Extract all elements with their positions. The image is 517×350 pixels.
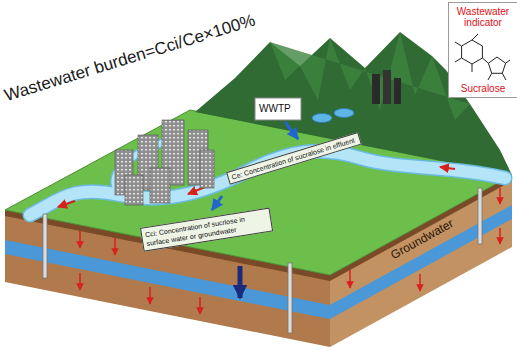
seepage-arrow bbox=[499, 188, 501, 204]
treatment-tank bbox=[334, 109, 354, 118]
tower bbox=[383, 70, 391, 104]
infiltration-arrow bbox=[212, 196, 222, 210]
tower bbox=[394, 78, 401, 104]
node-text: Sucralose bbox=[461, 83, 505, 94]
tower bbox=[372, 74, 380, 104]
seepage-arrow bbox=[114, 238, 116, 255]
seepage-arrow bbox=[79, 273, 81, 290]
monitoring-well bbox=[478, 188, 482, 244]
flow-arrow bbox=[440, 167, 455, 169]
wwtp-building bbox=[255, 98, 301, 120]
treatment-tank bbox=[312, 114, 332, 123]
seepage-arrow bbox=[419, 274, 421, 291]
indicator-panel-bg bbox=[448, 2, 514, 98]
seepage-arrow bbox=[79, 231, 81, 248]
seepage-arrow bbox=[199, 297, 201, 314]
seepage-arrow bbox=[149, 287, 151, 304]
wwtp-label: WWTP bbox=[259, 103, 291, 115]
building bbox=[150, 168, 170, 203]
seepage-arrow bbox=[349, 270, 351, 288]
node-text: Wastewater indicator bbox=[452, 6, 514, 28]
monitoring-well bbox=[288, 263, 292, 333]
molecule-bonds bbox=[455, 34, 510, 80]
pyranose-ring bbox=[462, 40, 483, 64]
recharge-arrow bbox=[238, 266, 243, 298]
effluent-arrow bbox=[285, 122, 298, 139]
flow-arrow bbox=[58, 201, 75, 207]
building bbox=[200, 150, 214, 188]
indicator-box: Wastewater indicatorSucralose bbox=[448, 2, 517, 98]
furanose-ring bbox=[488, 57, 505, 73]
seepage-arrow bbox=[499, 228, 501, 244]
monitoring-well bbox=[43, 214, 47, 278]
building bbox=[125, 175, 143, 205]
